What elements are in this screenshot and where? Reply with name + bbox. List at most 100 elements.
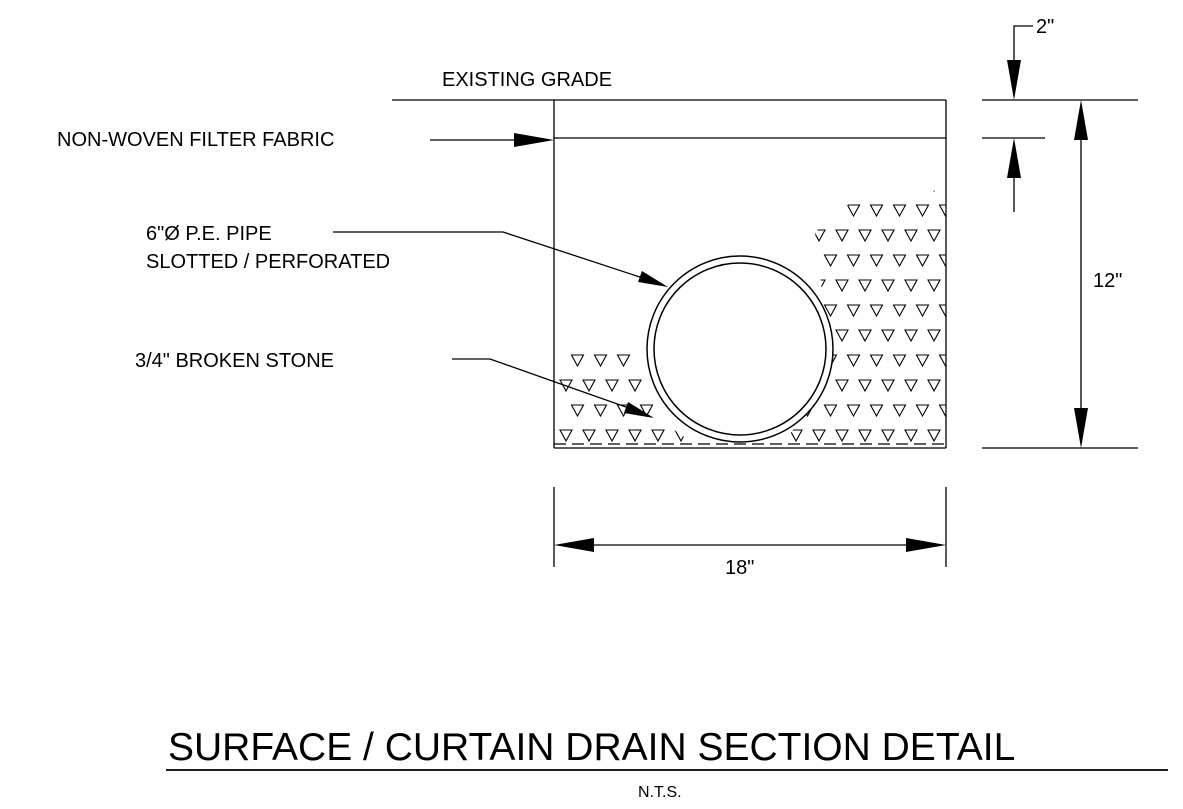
stone-triangle [915,254,930,268]
stone-triangle [881,379,895,393]
stone-triangle [951,280,963,291]
stone-triangle [835,329,849,343]
pipe-inner-wall [653,262,827,436]
dim-18in-label: 18" [725,557,754,579]
stone-triangle [593,404,608,418]
label-existing-grade: EXISTING GRADE [442,69,612,91]
stone-triangle [927,190,941,193]
stone-triangle [927,329,941,343]
stone-triangle [731,204,746,218]
stone-triangle [858,379,872,393]
stone-triangle [743,229,757,243]
stone-triangle [938,354,946,368]
stone-triangle [812,190,826,193]
stone-triangle [915,304,930,318]
stone-triangle [892,404,907,418]
label-pipe-line1: 6"Ø P.E. PIPE [146,223,272,245]
stone-triangle [570,204,585,218]
stone-triangle [639,254,654,268]
stone-triangle [904,429,918,443]
dim-18in-arrow-right [906,538,946,552]
stone-triangle [582,429,596,443]
stone-leader [452,358,641,413]
stone-triangle [881,429,895,443]
dim-18in-arrow-left [554,538,594,552]
stone-triangle [639,404,654,418]
stone-triangle [570,354,585,368]
stone-triangle [800,204,815,218]
stone-triangle [559,190,573,193]
stone-triangle [789,229,803,243]
stone-triangle [904,190,918,193]
stone-triangle [582,229,596,243]
stone-triangle [639,304,654,318]
stone-triangle [582,190,596,193]
stone-triangle [869,304,884,318]
stone-triangle [858,329,872,343]
stone-triangle [593,304,608,318]
stone-triangle [559,229,573,243]
stone-triangle [639,204,654,218]
stone-triangle [812,229,826,243]
stone-triangle [904,229,918,243]
stone-triangle [789,190,803,193]
stone-triangle [835,429,849,443]
stone-triangle [951,330,963,341]
stone-triangle [777,254,792,268]
stone-triangle [892,304,907,318]
stone-triangle [927,379,941,393]
stone-triangle [915,404,930,418]
stone-triangle [651,190,665,193]
stone-triangle [559,329,573,343]
stone-triangle [835,229,849,243]
stone-triangle [846,254,861,268]
stone-triangle [938,404,946,418]
stone-triangle [800,254,815,268]
stone-triangle [720,229,734,243]
stone-triangle [616,304,631,318]
stone-triangle [835,379,849,393]
pipe-arrowhead [638,271,668,287]
stone-triangle [616,254,631,268]
stone-triangle [651,229,665,243]
stone-triangle [892,254,907,268]
stone-triangle [605,279,619,293]
dim-12in-arrow-top [1074,100,1088,140]
stone-triangle [651,429,665,443]
stone-triangle [605,429,619,443]
stone-triangle [766,229,780,243]
stone-triangle [559,429,573,443]
stone-triangle [869,254,884,268]
dim-12in-arrow-bottom [1074,408,1088,448]
stone-triangle [777,204,792,218]
stone-triangle [708,204,723,218]
stone-triangle [869,404,884,418]
stone-triangle [904,379,918,393]
stone-triangle [766,190,780,193]
stone-triangle [628,229,642,243]
stone-triangle [570,404,585,418]
stone-triangle [858,229,872,243]
filter-fabric-arrowhead [514,133,554,147]
stone-triangle [835,279,849,293]
stone-triangle [927,279,941,293]
stone-triangle [582,379,596,393]
dim-2in-leader [1013,25,1033,60]
stone-triangle [605,379,619,393]
stone-triangle [927,229,941,243]
stone-triangle [685,204,700,218]
stone-triangle [823,304,838,318]
stone-triangle [570,304,585,318]
dim-2in-arrow-top [1007,60,1021,100]
stone-triangle [593,354,608,368]
stone-triangle [823,204,838,218]
dim-2in-label: 2" [1036,16,1054,38]
stone-triangle [881,329,895,343]
stone-triangle [674,429,688,443]
dim-12in-label: 12" [1093,270,1122,292]
stone-triangle [697,229,711,243]
dim-2in-arrow-bottom [1007,138,1021,178]
stone-triangle [616,204,631,218]
stone-triangle [789,429,803,443]
pipe-leader [333,231,656,283]
